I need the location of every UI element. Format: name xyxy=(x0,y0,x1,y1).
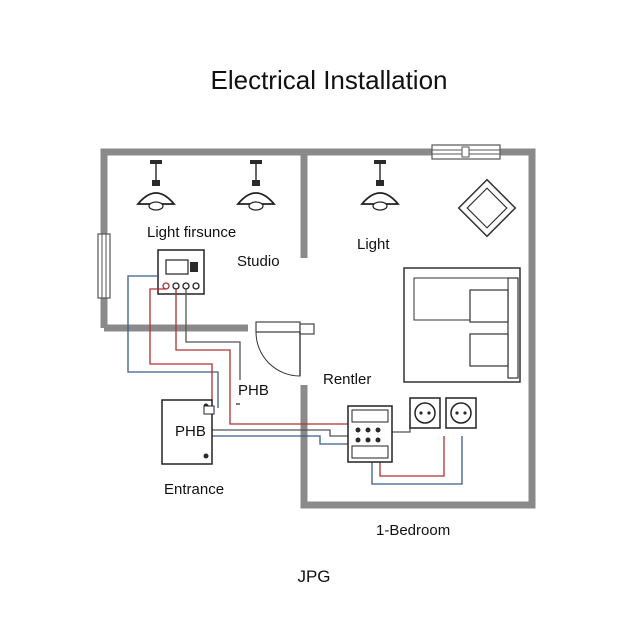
diagram-title: Electrical Installation xyxy=(211,65,448,95)
pendant-lamp-icon xyxy=(136,160,176,211)
label-phb-panel: PHB xyxy=(175,423,206,440)
door-icon xyxy=(255,321,315,377)
meter-unit-icon xyxy=(157,249,205,295)
sofa-icon xyxy=(403,267,521,383)
label-studio: Studio xyxy=(237,253,280,270)
footer-text: JPG xyxy=(297,567,330,586)
label-bedroom: 1-Bedroom xyxy=(376,522,450,539)
pendant-lamp-icon xyxy=(236,160,276,211)
window-icon xyxy=(431,144,501,160)
breaker-block-icon xyxy=(347,405,393,463)
wiring xyxy=(127,275,463,485)
label-light: Light xyxy=(357,236,390,253)
label-phb-upper: PHB xyxy=(238,382,269,399)
wall-lamp-icon xyxy=(457,178,517,238)
label-light-firsunce: Light firsunce xyxy=(147,224,236,241)
socket-icon xyxy=(445,397,477,429)
socket-icon xyxy=(409,397,441,429)
phb-panel-box xyxy=(161,399,215,465)
label-rentler: Rentler xyxy=(323,371,371,388)
window-icon xyxy=(97,233,111,299)
label-entrance: Entrance xyxy=(164,481,224,498)
pendant-lamp-icon xyxy=(360,160,400,211)
